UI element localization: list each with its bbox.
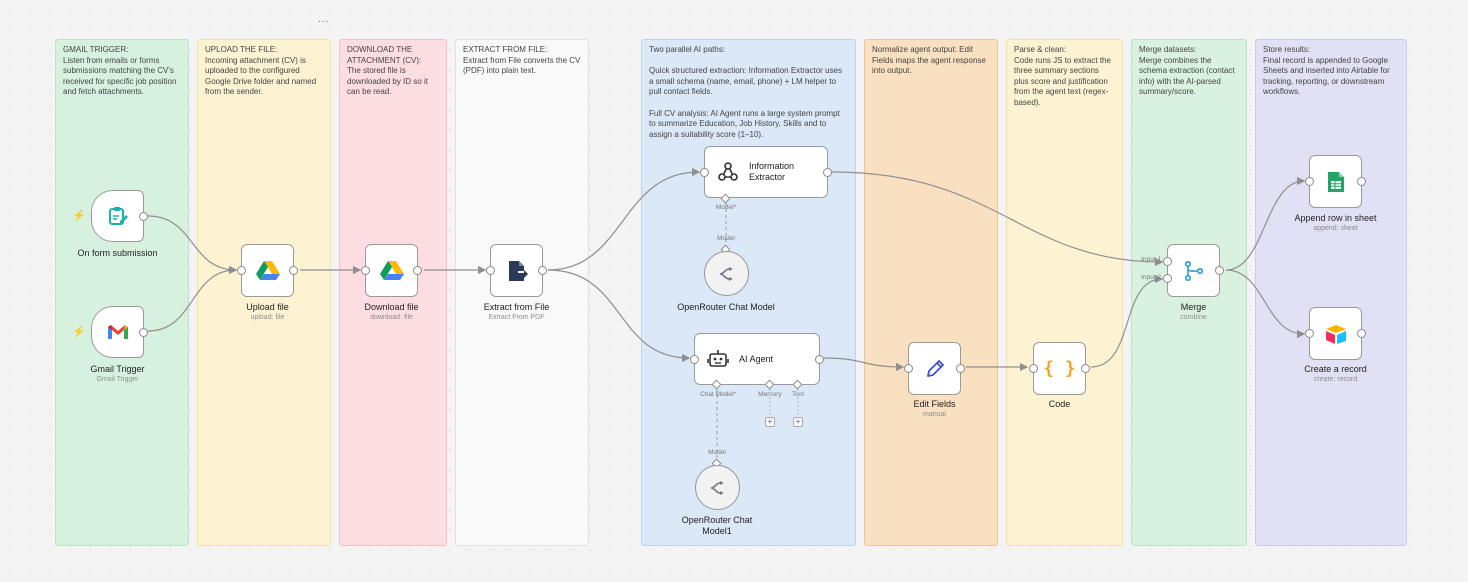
node-upload-file[interactable] [237, 244, 298, 297]
node-subtitle: create: record [1313, 376, 1358, 383]
input-port[interactable] [700, 168, 709, 177]
input-port[interactable] [904, 364, 913, 373]
node-title: Code [1048, 399, 1071, 409]
add-tool-button[interactable]: + [793, 417, 803, 427]
sticky-gmail-trigger[interactable]: GMAIL TRIGGER: Listen from emails or for… [55, 39, 189, 546]
output-port[interactable] [289, 266, 298, 275]
node-subtitle: Gmail Trigger [96, 376, 139, 383]
node-title: OpenRouter Chat Model1 [681, 515, 753, 536]
nodes-icon [718, 162, 738, 181]
node-title: OpenRouter Chat Model [677, 302, 775, 312]
output-port[interactable] [1215, 266, 1224, 275]
model-connector-label: Model [717, 235, 735, 242]
input-port-1[interactable] [1163, 257, 1172, 266]
sticky-normalize-output[interactable]: Normalize agent output: Edit Fields maps… [864, 39, 998, 546]
trigger-bolt-icon: ⚡ [72, 210, 86, 222]
node-title: On form submission [77, 248, 158, 258]
form-icon [108, 207, 128, 225]
output-port[interactable] [1357, 329, 1366, 338]
input-port[interactable] [486, 266, 495, 275]
sticky-ai-paths[interactable]: Two parallel AI paths: Quick structured … [641, 39, 856, 546]
node-openrouter-chat-model1[interactable] [695, 465, 740, 510]
output-port[interactable] [823, 168, 832, 177]
openrouter-icon [719, 266, 733, 281]
input-port[interactable] [361, 266, 370, 275]
output-port[interactable] [139, 328, 148, 337]
file-export-icon [508, 260, 528, 281]
merge-input2-label: Input 2 [1141, 274, 1161, 281]
google-drive-icon [255, 261, 280, 280]
node-title: Merge [1180, 302, 1207, 312]
google-sheets-icon [1327, 171, 1344, 192]
node-openrouter-chat-model[interactable] [704, 251, 749, 296]
node-append-row-in-sheet[interactable] [1305, 155, 1366, 208]
node-ai-agent[interactable]: AI Agent [690, 333, 824, 385]
node-title: Upload file [246, 302, 289, 312]
node-on-form-submission[interactable] [91, 190, 148, 242]
memory-port-label: Memory [758, 391, 782, 398]
node-merge[interactable] [1163, 244, 1224, 297]
merge-input1-label: Input 1 [1141, 256, 1161, 263]
node-subtitle: upload: file [250, 314, 285, 321]
output-port[interactable] [139, 212, 148, 221]
node-title: Append row in sheet [1294, 213, 1377, 223]
input-port[interactable] [1305, 177, 1314, 186]
input-port[interactable] [1305, 329, 1314, 338]
input-port-2[interactable] [1163, 274, 1172, 283]
node-extract-from-file[interactable] [486, 244, 547, 297]
pencil-icon [926, 359, 944, 377]
airtable-icon [1325, 324, 1346, 344]
output-port[interactable] [1357, 177, 1366, 186]
gmail-icon [107, 325, 128, 339]
node-title: Download file [364, 302, 419, 312]
merge-icon [1184, 260, 1203, 281]
input-port[interactable] [690, 355, 699, 364]
trigger-bolt-icon: ⚡ [72, 326, 86, 338]
node-subtitle: download: file [370, 314, 413, 321]
model-port-label: Model* [715, 204, 737, 211]
output-port[interactable] [538, 266, 547, 275]
node-title: Extract from File [483, 302, 550, 312]
output-port[interactable] [413, 266, 422, 275]
google-drive-icon [379, 261, 404, 280]
node-subtitle: append: sheet [1313, 225, 1358, 232]
node-download-file[interactable] [361, 244, 422, 297]
input-port[interactable] [1029, 364, 1038, 373]
node-title: Gmail Trigger [90, 364, 145, 374]
openrouter-icon [710, 480, 724, 495]
sticky-store-results[interactable]: Store results: Final record is appended … [1255, 39, 1407, 546]
canvas-menu-ellipsis[interactable]: ... [318, 14, 330, 25]
node-edit-fields[interactable] [904, 342, 965, 395]
robot-icon [707, 350, 729, 367]
output-port[interactable] [815, 355, 824, 364]
node-title: Edit Fields [913, 399, 956, 409]
output-port[interactable] [956, 364, 965, 373]
sticky-parse-clean[interactable]: Parse & clean: Code runs JS to extract t… [1006, 39, 1123, 546]
input-port[interactable] [237, 266, 246, 275]
node-code[interactable]: { } [1029, 342, 1090, 395]
node-subtitle: manual [923, 411, 946, 418]
node-title: Information Extractor [749, 161, 795, 182]
output-port[interactable] [1081, 364, 1090, 373]
chat-model-port-label: Chat Model* [700, 391, 736, 398]
code-braces-icon: { } [1043, 358, 1076, 379]
node-title: Create a record [1304, 364, 1367, 374]
node-subtitle: Extract From PDF [488, 314, 545, 321]
tool-port-label: Tool [792, 391, 804, 398]
add-memory-button[interactable]: + [765, 417, 775, 427]
model-connector-label: Model [708, 449, 726, 456]
node-title: AI Agent [739, 353, 774, 364]
node-subtitle: combine [1180, 314, 1207, 321]
node-create-a-record[interactable] [1305, 307, 1366, 360]
node-gmail-trigger[interactable] [91, 306, 148, 358]
node-information-extractor[interactable]: Information Extractor [700, 146, 832, 198]
